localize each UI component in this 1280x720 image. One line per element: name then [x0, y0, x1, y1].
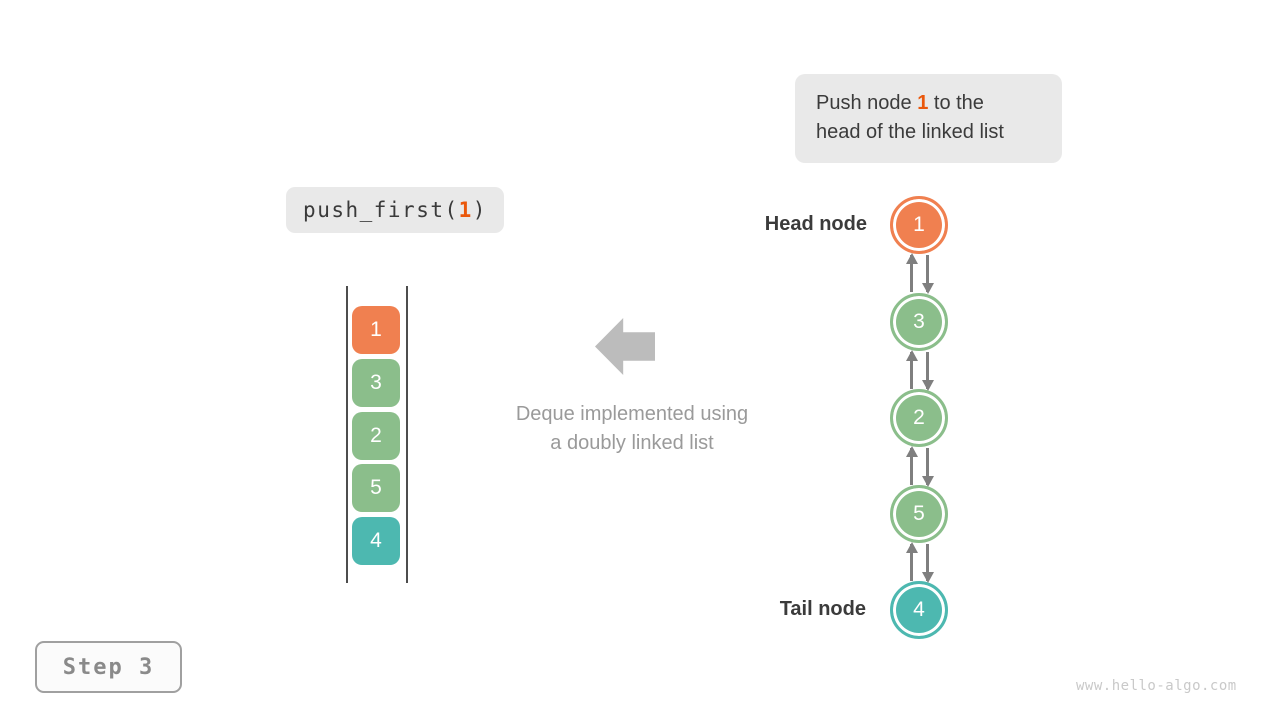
- link-arrows: [903, 446, 936, 487]
- list-node: 4: [890, 581, 948, 639]
- list-node: 3: [890, 293, 948, 351]
- stack-item: 5: [352, 464, 400, 512]
- down-arrow-icon: [921, 544, 934, 583]
- stack-item: 3: [352, 359, 400, 407]
- up-arrow-icon: [905, 446, 918, 485]
- up-arrow-icon: [905, 542, 918, 581]
- instruction-text: to the: [928, 92, 984, 114]
- code-arg-highlight: 1: [458, 198, 473, 222]
- caption: Deque implemented using a doubly linked …: [472, 400, 792, 458]
- stack-item: 2: [352, 412, 400, 460]
- code-text: ): [472, 198, 487, 222]
- instruction-line1: Push node 1 to the: [816, 89, 1062, 118]
- list-node: 2: [890, 389, 948, 447]
- stack-item: 4: [352, 517, 400, 565]
- list-node: 5: [890, 485, 948, 543]
- stack-rail-left: [346, 286, 348, 583]
- up-arrow-icon: [905, 350, 918, 389]
- instruction-box: Push node 1 to the head of the linked li…: [795, 74, 1062, 163]
- code-box: push_first(1): [286, 187, 504, 233]
- caption-line2: a doubly linked list: [550, 432, 714, 454]
- instruction-line2: head of the linked list: [816, 121, 1004, 143]
- tail-node-label: Tail node: [779, 598, 866, 620]
- instruction-text: Push node: [816, 92, 918, 114]
- code-text: push_first(: [303, 198, 459, 222]
- down-arrow-icon: [921, 255, 934, 294]
- link-arrows: [903, 350, 936, 391]
- stack-item: 1: [352, 306, 400, 354]
- watermark: www.hello-algo.com: [1076, 678, 1237, 694]
- link-arrows: [903, 253, 936, 294]
- stack-rail-right: [406, 286, 408, 583]
- caption-line1: Deque implemented using: [515, 403, 749, 425]
- down-arrow-icon: [921, 352, 934, 391]
- instruction-highlight: 1: [917, 92, 929, 114]
- list-node: 1: [890, 196, 948, 254]
- up-arrow-icon: [905, 253, 918, 292]
- head-node-label: Head node: [764, 213, 867, 235]
- step-badge: Step 3: [35, 641, 182, 693]
- left-arrow-icon: [595, 318, 655, 375]
- down-arrow-icon: [921, 448, 934, 487]
- link-arrows: [903, 542, 936, 583]
